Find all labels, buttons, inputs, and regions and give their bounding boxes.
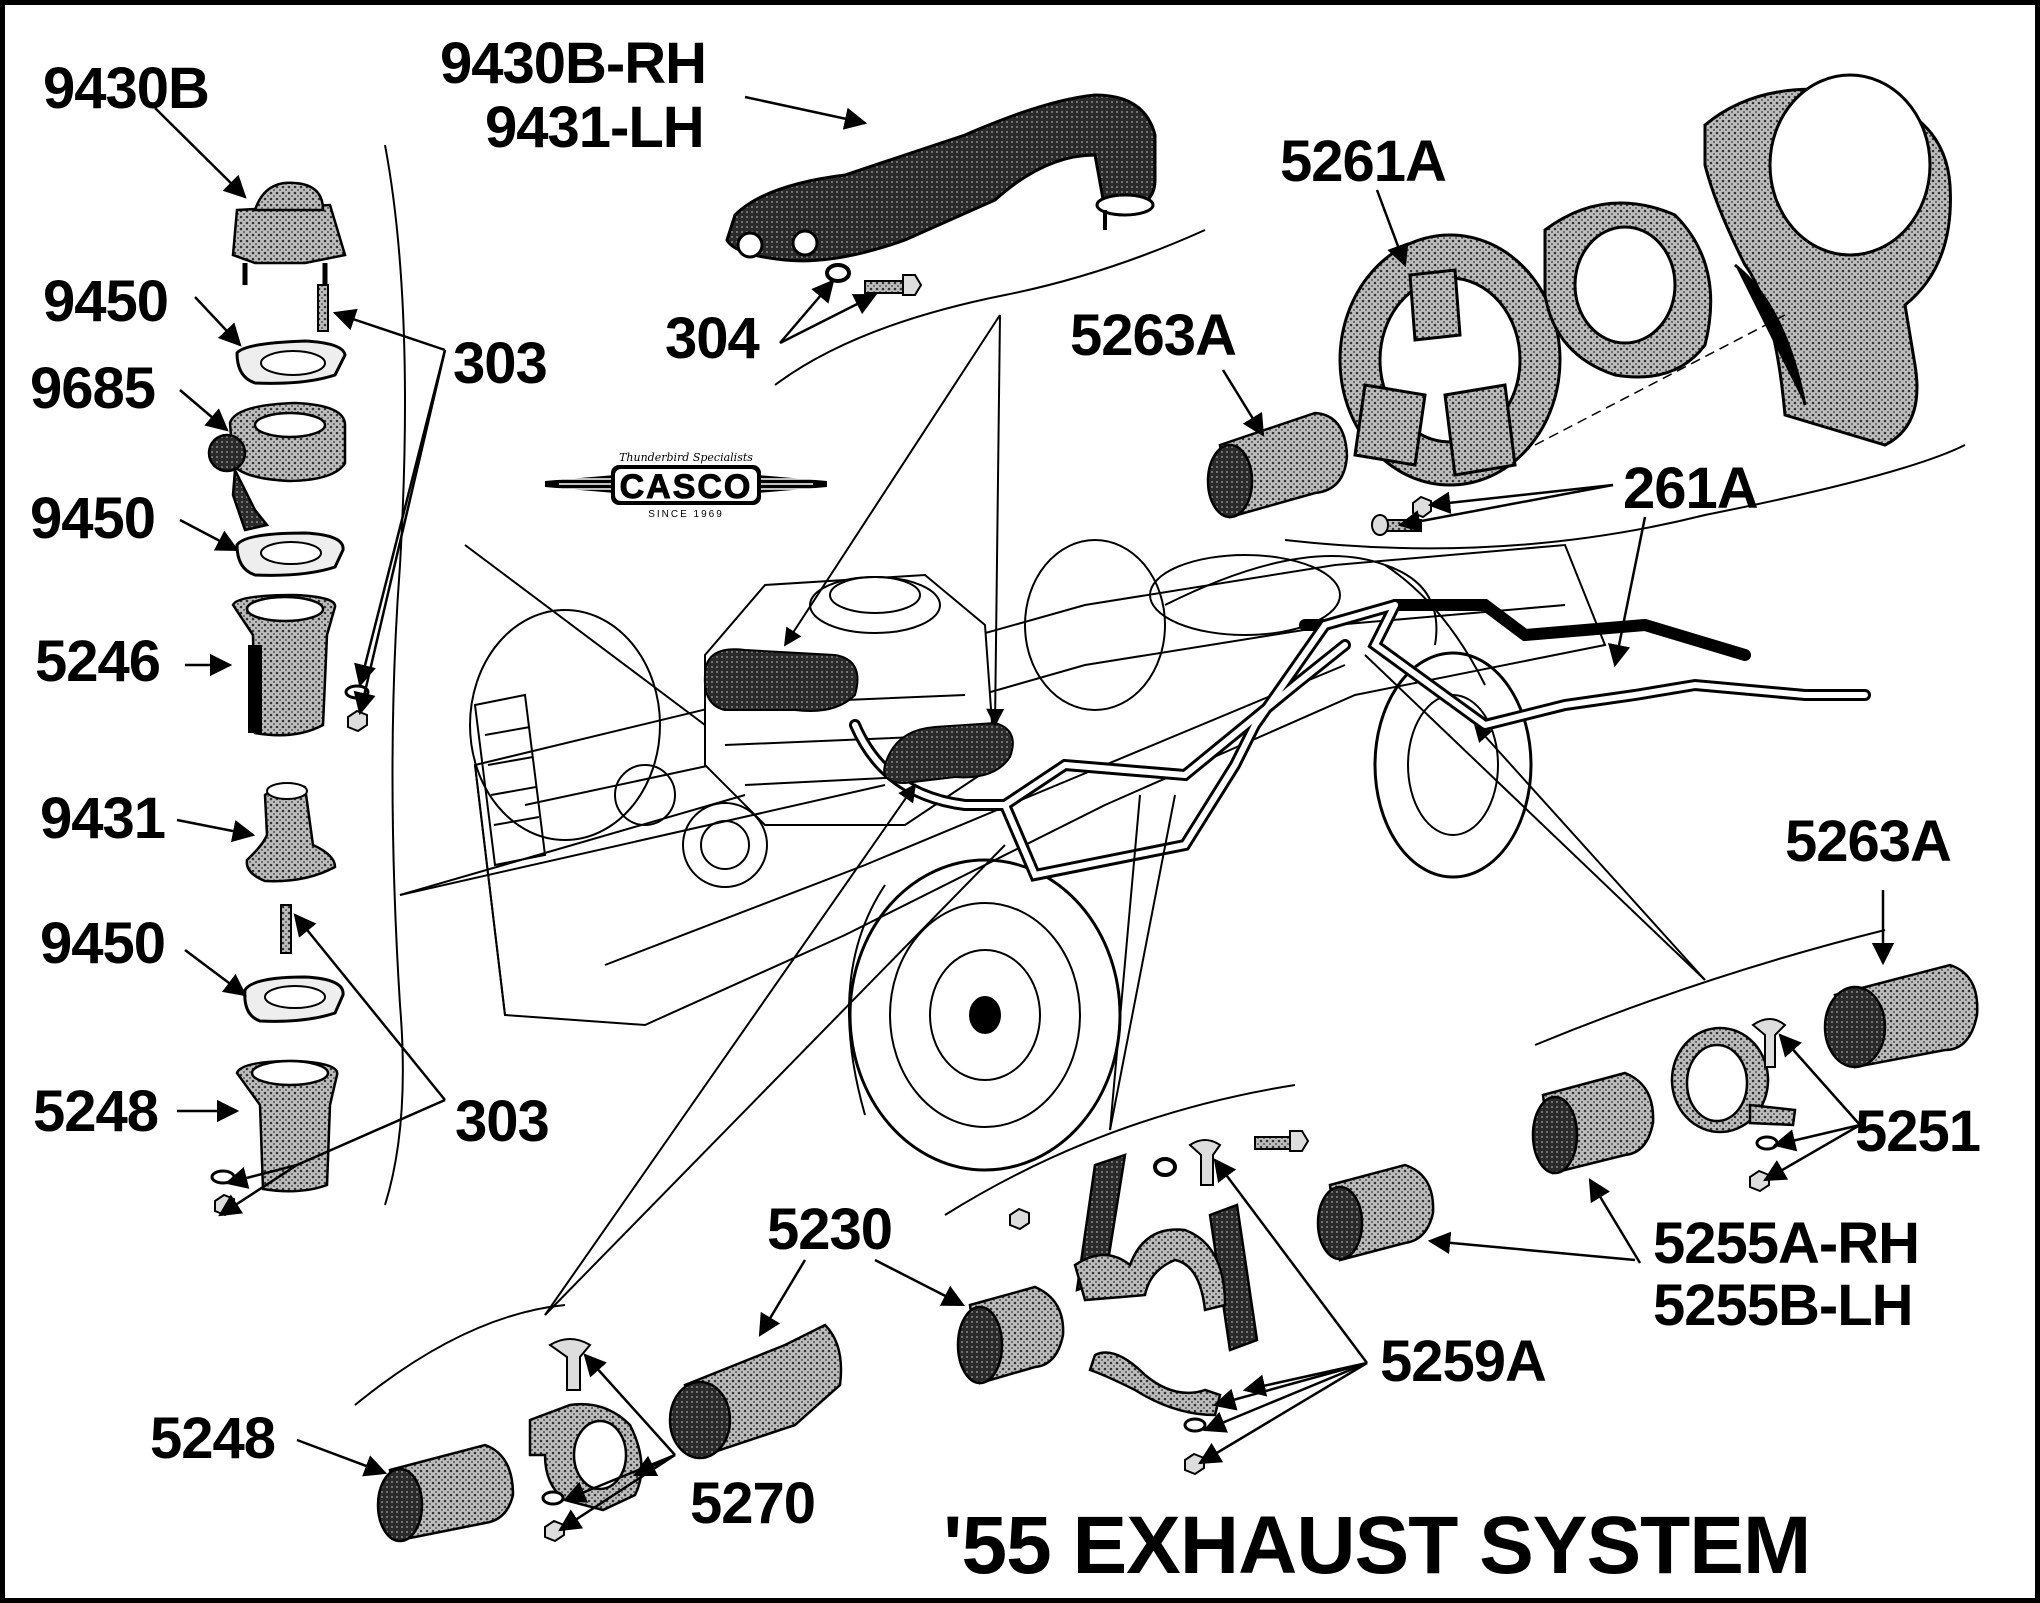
svg-text:SINCE 1969: SINCE 1969 — [648, 509, 724, 520]
bolt-261a — [1371, 514, 1422, 536]
flange-9430b — [231, 181, 347, 285]
pipe-5248-bottom — [376, 1443, 515, 1543]
diagram-artwork — [154, 73, 1979, 1543]
bolt-304 — [864, 274, 923, 296]
label-5259a: 5259A — [1380, 1329, 1547, 1394]
pipe-5230 — [668, 1323, 843, 1460]
locator-lines — [399, 314, 1706, 1316]
pipe-5246 — [231, 593, 337, 737]
label-303-low: 303 — [455, 1089, 550, 1154]
casco-logo: Thunderbird Specialists CASCO SINCE 1969 — [545, 451, 827, 520]
leader-5259a — [1198, 1158, 1369, 1465]
label-9685: 9685 — [30, 356, 156, 421]
label-9430b: 9430B — [43, 56, 210, 121]
label-261a: 261A — [1623, 456, 1759, 521]
label-5261a: 5261A — [1280, 129, 1447, 194]
label-5248-left: 5248 — [33, 1079, 159, 1144]
bellhousing — [1703, 73, 1952, 447]
label-5263a-top: 5263A — [1070, 303, 1237, 368]
label-5230: 5230 — [767, 1197, 893, 1262]
clamp-5251 — [1670, 1026, 1797, 1134]
divider-curves — [354, 144, 1966, 1406]
leader-303-low — [218, 913, 446, 1217]
hanger-5259a — [1073, 1153, 1259, 1417]
label-5255a-rh: 5255A-RH — [1653, 1211, 1920, 1276]
svg-text:CASCO: CASCO — [620, 468, 753, 506]
leader-261a — [1397, 483, 1647, 668]
pipe-5255a-5255b — [1531, 1071, 1655, 1175]
lockwasher-261a — [1412, 495, 1432, 519]
svg-text:Thunderbird Specialists: Thunderbird Specialists — [619, 451, 753, 464]
leader-5251 — [1763, 1033, 1861, 1182]
label-9450-top: 9450 — [43, 269, 169, 334]
manifold-on-engine-right — [883, 721, 1014, 785]
label-9450-mid: 9450 — [30, 486, 156, 551]
label-9450-low: 9450 — [40, 911, 166, 976]
pipe-connector — [1316, 1163, 1435, 1262]
label-303-top: 303 — [453, 331, 548, 396]
label-304: 304 — [665, 306, 760, 371]
label-5263a-right: 5263A — [1785, 809, 1952, 874]
label-5255b-lh: 5255B-LH — [1653, 1273, 1914, 1338]
label-5251: 5251 — [1855, 1099, 1981, 1164]
leader-5270 — [558, 1353, 676, 1532]
inspection-cover-5261a — [1338, 233, 1562, 487]
label-9430b-rh: 9430B-RH — [440, 31, 707, 96]
sleeve-5263a-right — [1823, 963, 1979, 1069]
clamp-5270 — [528, 1403, 643, 1512]
leader-303-top — [332, 308, 447, 716]
clamp-5230 — [956, 1285, 1065, 1385]
washer-304 — [825, 263, 851, 283]
rear-wheel — [1373, 651, 1533, 879]
label-9431: 9431 — [40, 786, 166, 851]
label-5270: 5270 — [690, 1471, 816, 1536]
sleeve-5263a-top — [1206, 411, 1349, 519]
bolt-5251 — [1751, 1018, 1787, 1068]
diagram-title: '55 EXHAUST SYSTEM — [943, 1500, 1811, 1591]
leader-lines — [154, 95, 1895, 1477]
label-5248-bottom: 5248 — [150, 1406, 276, 1471]
label-9431-lh: 9431-LH — [485, 95, 705, 160]
exhaust-manifold-9430b-9431 — [725, 93, 1157, 263]
heat-riser-9685 — [207, 401, 347, 532]
bellhousing-plate — [1543, 201, 1713, 379]
leader-304 — [779, 279, 878, 345]
car-chassis-illustration — [469, 539, 1607, 1172]
manifold-on-engine-left — [703, 648, 859, 712]
label-5246: 5246 — [35, 629, 161, 694]
